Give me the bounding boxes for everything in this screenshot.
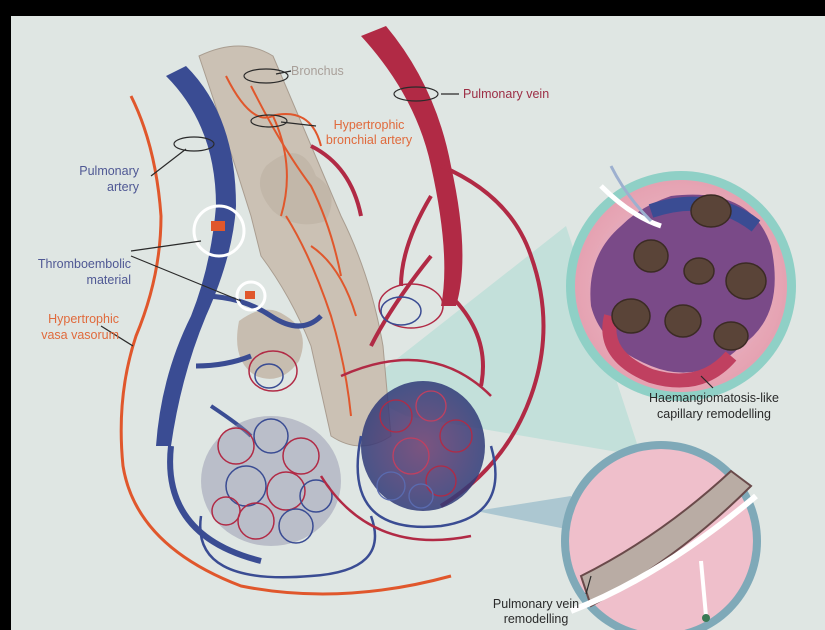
pulmonary-artery-label-1: Pulmonary [59,164,139,179]
inset-vein-remodelling [561,441,761,630]
pulmonary-artery-label-2: artery [59,180,139,195]
thromboembolic-label-2: material [31,273,131,288]
bronchus-lumps-2 [237,310,303,379]
capillary-cluster-left [201,416,341,546]
bronchus-label: Bronchus [291,64,344,79]
pulmonary-vein-shape [361,26,462,306]
inset-connector-bottom [476,496,576,531]
thromboembolic-label-1: Thromboembolic [31,257,131,272]
pulmonary-vein-label: Pulmonary vein [463,87,549,102]
vasa-vasorum-label-1: Hypertrophic [11,312,119,327]
illustration-panel: Bronchus Pulmonary vein Hypertrophic bro… [11,16,825,630]
haemangiomatosis-label-1: Haemangiomatosis-like [639,391,789,406]
bronchial-artery-label-1: Hypertrophic [319,118,419,133]
inset-haemangiomatosis [566,166,796,401]
vasa-vasorum-label-2: vasa vasorum [11,328,119,343]
capillary-cluster-right [361,381,485,511]
bronchial-artery-label-2: bronchial artery [309,133,429,148]
vein-remodelling-label-1: Pulmonary vein [481,597,591,612]
haemangiomatosis-label-2: capillary remodelling [639,407,789,422]
vein-remodelling-label-2: remodelling [481,612,591,627]
lung-vascular-illustration [11,16,825,630]
